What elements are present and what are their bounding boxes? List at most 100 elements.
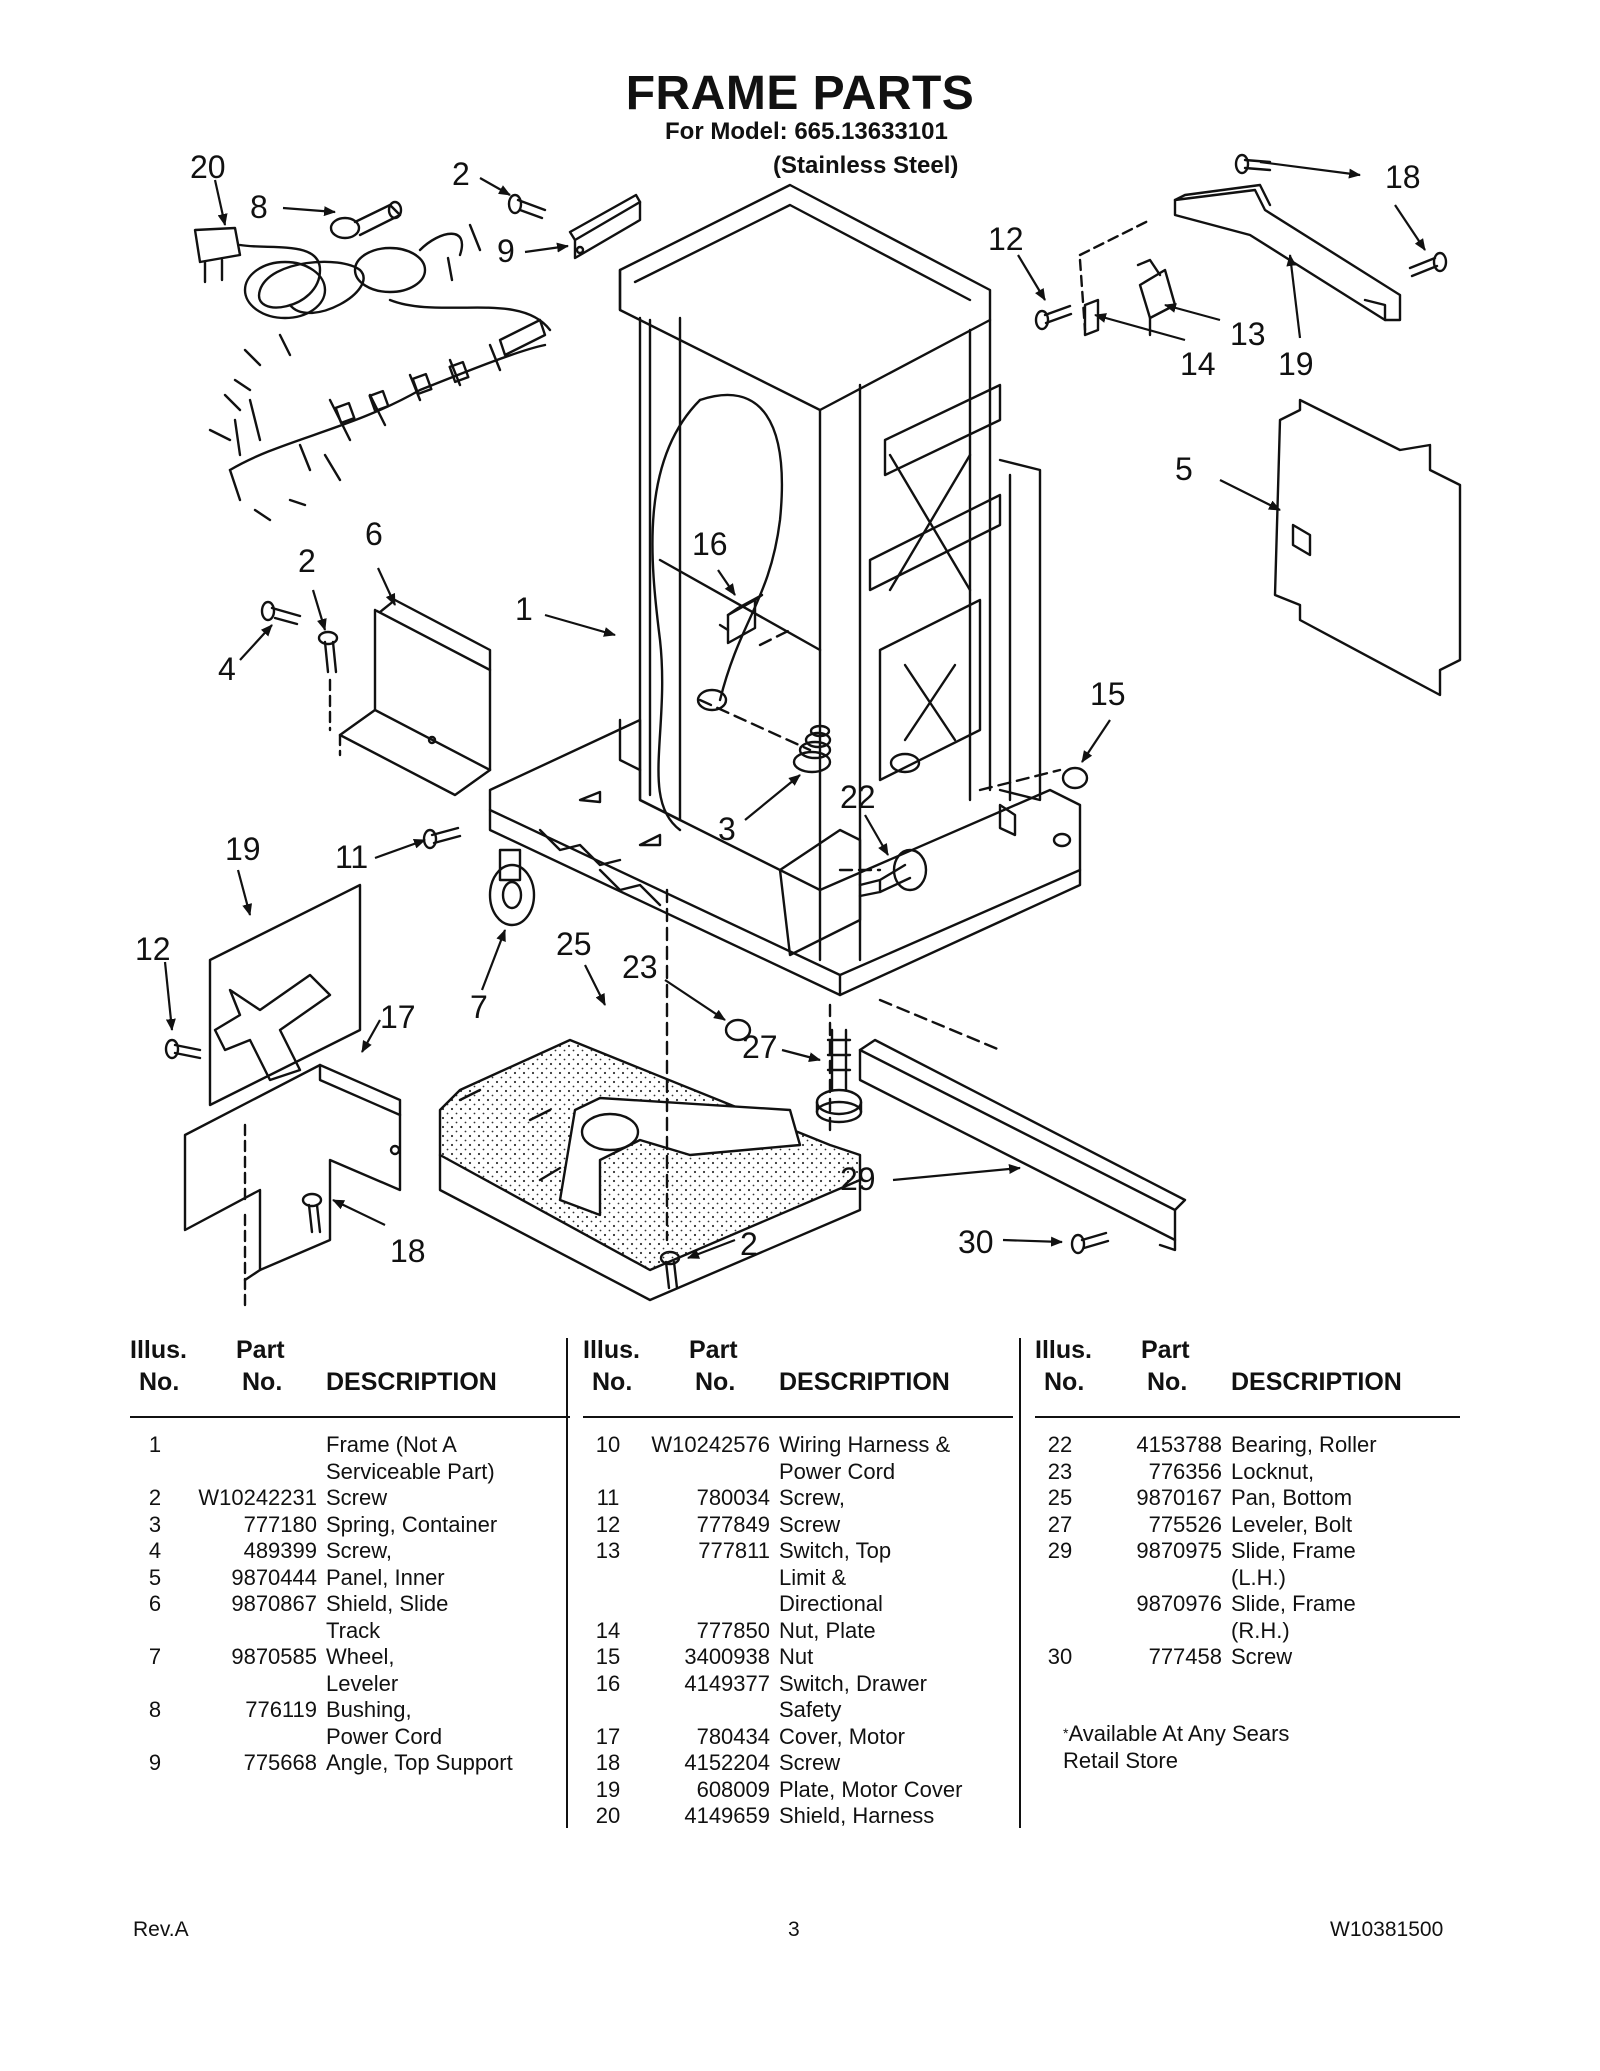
part-no-cell: 776119 (245, 1697, 317, 1722)
description-cell: Locknut, (1231, 1458, 1315, 1484)
callout-13: 13 (1230, 316, 1266, 352)
parts-row: Serviceable Part) (130, 1459, 570, 1486)
callout-18-bottom: 18 (390, 1233, 426, 1269)
callout-12-left: 12 (135, 931, 171, 967)
part-no-cell: 775668 (243, 1750, 317, 1775)
part-no-cell: 776356 (1148, 1458, 1222, 1484)
description-cell: (L.H.) (1231, 1564, 1286, 1590)
illus-no-cell: 3 (148, 1511, 162, 1537)
callout-16: 16 (692, 526, 728, 562)
description-header: DESCRIPTION (326, 1368, 497, 1396)
illus-no-cell: 13 (595, 1538, 621, 1563)
callout-20: 19 (1278, 346, 1314, 382)
description-cell: Shield, Harness (779, 1803, 935, 1828)
description-cell: Leveler, Bolt (1231, 1511, 1353, 1537)
part-no-cell: 777180 (243, 1511, 317, 1537)
illus-no-header-line2: No. (592, 1368, 633, 1396)
part-no-cell: 489399 (243, 1538, 317, 1563)
alignment-lines (665, 628, 1062, 1242)
description-cell: Screw, (779, 1485, 846, 1510)
callout-17: 17 (380, 999, 416, 1035)
part-no-cell: 777850 (696, 1617, 770, 1643)
footer-doc-number: W10381500 (1330, 1918, 1444, 1941)
part-no-header-line2: No. (695, 1368, 736, 1396)
leveler-bolt-drawing (815, 1028, 863, 1124)
illus-no-cell: 17 (595, 1723, 621, 1749)
description-header: DESCRIPTION (779, 1368, 950, 1396)
description-cell: Cover, Motor (779, 1723, 905, 1749)
description-cell: Shield, Slide (326, 1591, 449, 1616)
locknut-drawing (724, 1018, 752, 1042)
header-rule (130, 1416, 570, 1418)
note-line-1: Available At Any Sears (1068, 1721, 1290, 1746)
illus-no-cell: 20 (595, 1803, 621, 1828)
top-support-angle-drawing (568, 193, 642, 260)
parts-row: Power Cord (583, 1459, 1023, 1486)
bushing-drawing (329, 200, 403, 240)
part-no-cell: 4152204 (684, 1750, 770, 1775)
description-cell: (R.H.) (1231, 1617, 1290, 1643)
callout-2-bottom: 2 (740, 1226, 758, 1262)
illus-no-cell: 5 (148, 1564, 162, 1590)
description-cell: Bearing, Roller (1231, 1432, 1377, 1457)
drawer-switch-drawing (718, 593, 764, 645)
illus-no-cell: 30 (1047, 1644, 1073, 1669)
header-rule (583, 1416, 1013, 1418)
callout-5: 5 (1175, 451, 1193, 487)
illus-no-cell: 11 (596, 1485, 620, 1510)
description-cell: Nut (779, 1644, 814, 1669)
illus-no-header-line1: Illus. (130, 1336, 187, 1364)
part-no-cell: 780434 (696, 1723, 770, 1749)
parts-row: 6 9870867 Shield, Slide (130, 1591, 570, 1618)
callout-6: 6 (365, 516, 383, 552)
parts-row: 3 777180 Spring, Container (130, 1512, 570, 1539)
harness-shield-drawing (1173, 183, 1402, 322)
description-cell: Screw (779, 1750, 841, 1775)
part-no-cell: 4153788 (1136, 1432, 1222, 1457)
parts-row: 17 780434 Cover, Motor (583, 1724, 1023, 1751)
parts-row: Limit & (583, 1565, 1023, 1592)
illus-no-cell: 9 (148, 1750, 162, 1775)
roller-bearing-drawing (858, 848, 928, 898)
part-no-cell: W10242576 (651, 1432, 770, 1457)
description-cell: Power Cord (779, 1458, 896, 1484)
callout-12-top: 12 (988, 221, 1024, 257)
column-divider (566, 1338, 568, 1828)
description-cell: Spring, Container (326, 1511, 498, 1537)
note-line-2: Retail Store (1063, 1748, 1178, 1773)
description-cell: Panel, Inner (326, 1564, 445, 1590)
part-no-cell: 9870867 (231, 1591, 317, 1616)
footer-revision: Rev.A (133, 1918, 189, 1941)
description-cell: Wiring Harness & (779, 1432, 951, 1457)
description-cell: Screw, (326, 1538, 393, 1563)
description-cell: Screw (1231, 1644, 1293, 1669)
illus-no-cell: 15 (595, 1644, 621, 1669)
container-spring-drawing (792, 724, 832, 774)
callout-4: 4 (218, 651, 236, 687)
callout-23: 23 (622, 949, 658, 985)
illus-no-header-line2: No. (1044, 1368, 1085, 1396)
description-cell: Serviceable Part) (326, 1458, 495, 1484)
description-cell: Track (326, 1617, 381, 1643)
description-cell: Frame (Not A (326, 1432, 457, 1457)
description-cell: Angle, Top Support (326, 1750, 513, 1775)
callout-labels: 20 8 2 9 12 18 13 14 19 5 6 2 16 1 4 15 … (135, 149, 1421, 1269)
callout-30: 30 (958, 1224, 994, 1260)
illus-no-cell: 27 (1047, 1511, 1073, 1537)
callout-8: 8 (250, 189, 268, 225)
description-cell: Pan, Bottom (1231, 1485, 1353, 1510)
description-cell: Screw (326, 1485, 388, 1510)
illus-no-cell: 6 (148, 1591, 162, 1616)
screw-drawings (164, 153, 1448, 1290)
table-header: Illus. No. Part No. DESCRIPTION (130, 1336, 570, 1412)
part-no-header-line2: No. (242, 1368, 283, 1396)
